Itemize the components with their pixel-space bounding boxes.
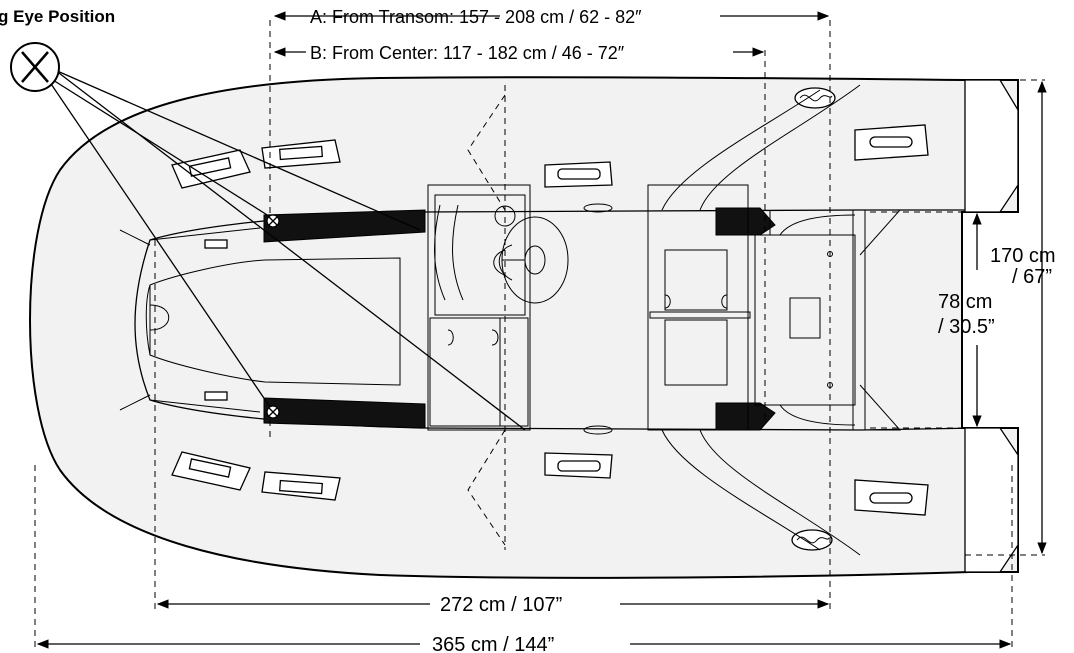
small-handle xyxy=(204,391,228,401)
handle xyxy=(544,452,613,479)
tube-seams xyxy=(583,84,861,556)
small-handle xyxy=(204,239,228,249)
dimension-lines xyxy=(36,11,1047,649)
tube-end-bottom xyxy=(964,427,1019,573)
steering-wheel xyxy=(493,216,569,304)
small-circled-x-icon xyxy=(266,405,280,419)
handle xyxy=(171,451,251,491)
dimension-from-center: B: From Center: 117 - 182 cm / 46 - 72″ xyxy=(310,43,625,63)
handle xyxy=(854,124,929,161)
dimension-width-inner: 78 cm xyxy=(938,291,992,313)
eye-position-lines xyxy=(44,69,526,431)
page-title: g Eye Position xyxy=(0,7,115,26)
dimension-width-total: 170 cm xyxy=(990,245,1056,267)
transom xyxy=(754,209,902,431)
handle xyxy=(171,149,251,189)
grip-pads xyxy=(263,207,776,431)
bow-details xyxy=(119,227,261,413)
handle xyxy=(854,479,929,516)
dimension-from-transom: A: From Transom: 157 - 208 cm / 62 - 82″ xyxy=(310,7,642,27)
dimension-length-inner: 272 cm / 107” xyxy=(440,594,562,616)
seat-bench xyxy=(647,184,751,431)
handles xyxy=(171,124,929,516)
floor-outline xyxy=(145,257,401,386)
reference-lines xyxy=(34,20,1045,650)
dimension-length-total: 365 cm / 144” xyxy=(432,634,554,653)
dimension-width-total-imperial: / 67” xyxy=(1012,266,1052,288)
handle xyxy=(261,471,341,501)
handle xyxy=(544,161,613,188)
dimension-width-inner-imperial: / 30.5” xyxy=(938,316,995,338)
brand-logo-icon xyxy=(791,529,833,551)
console xyxy=(427,184,569,431)
boat-hull xyxy=(29,76,1019,579)
small-circled-x-icon xyxy=(266,214,280,228)
circled-x-icon xyxy=(10,42,60,92)
tube-end-top xyxy=(964,79,1019,213)
hull-outline xyxy=(29,76,1019,579)
handle xyxy=(261,139,341,169)
brand-logo-icon xyxy=(794,87,836,109)
